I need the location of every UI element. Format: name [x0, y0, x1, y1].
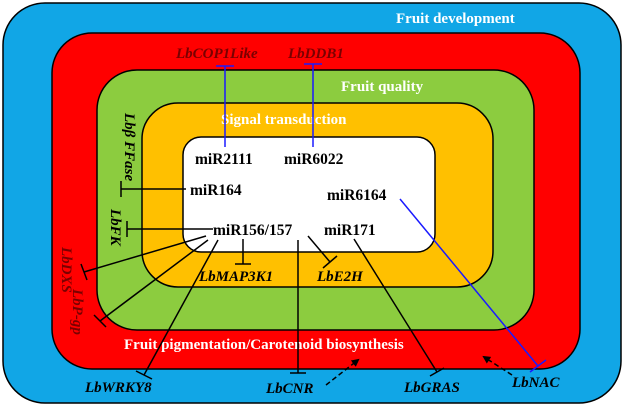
- edge-mir156-e2h: [307, 235, 331, 263]
- gene-cop1like: LbCOP1Like: [175, 46, 258, 62]
- mirna-mir164: miR164: [190, 182, 242, 199]
- layer-core: [182, 136, 436, 253]
- gene-e2h: LbE2H: [316, 269, 364, 285]
- gene-lbpgp: LbP-gp: [69, 288, 85, 335]
- mirna-mir2111: miR2111: [195, 151, 253, 168]
- tbar-nac: [529, 359, 547, 373]
- tbar-lbdxs: [80, 263, 88, 281]
- label-fruit-quality: Fruit quality: [341, 79, 424, 95]
- gene-lbfk: LbFK: [107, 208, 123, 247]
- gene-ddb1: LbDDB1: [287, 46, 344, 62]
- gene-wrky8: LbWRKY8: [84, 380, 152, 396]
- mirna-mir6164: miR6164: [327, 187, 387, 204]
- black-inhibition-lines: [80, 181, 445, 380]
- gene-nac: LbNAC: [511, 375, 561, 391]
- gene-bffase: Lbβ FFase: [121, 112, 137, 181]
- tbar-wrky8: [135, 370, 153, 380]
- gene-lbdxs: LbDXS: [58, 246, 74, 293]
- label-fruit-pigmentation: Fruit pigmentation/Carotenoid biosynthes…: [124, 337, 404, 353]
- mirna-mir6022: miR6022: [284, 151, 344, 168]
- label-fruit-development: Fruit development: [396, 11, 515, 27]
- tbar-gras: [429, 367, 445, 377]
- tbar-e2h: [322, 255, 338, 269]
- edge-mir156-wrky8: [143, 239, 219, 376]
- edge-mir156-lbdxs: [83, 235, 207, 273]
- edge-mir6164-nac: [399, 198, 539, 367]
- tbar-lbpgp: [93, 314, 107, 328]
- mirna-mir156-157: miR156/157: [213, 222, 292, 239]
- gene-cnr: LbCNR: [265, 381, 314, 397]
- arrow-cnr-to-pigmentation: [325, 358, 360, 386]
- arrow-nac-to-pigmentation: [482, 355, 513, 376]
- label-signal-transduction: Signal transduction: [221, 112, 347, 128]
- edge-mir171-gras: [353, 238, 438, 373]
- gene-gras: LbGRAS: [403, 380, 460, 396]
- mirna-mir171: miR171: [324, 222, 376, 239]
- blue-inhibition-lines: [216, 63, 547, 373]
- edge-mir156-lbpgp: [99, 239, 209, 322]
- dashed-arrows: [325, 355, 513, 386]
- gene-map3k1: LbMAP3K1: [198, 269, 273, 285]
